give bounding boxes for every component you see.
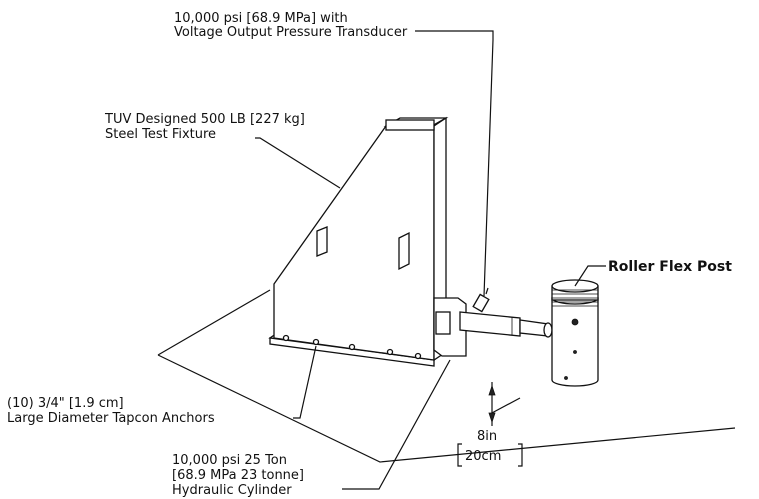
- dimension-value: 8in: [477, 429, 497, 444]
- fixture-window-left: [316, 226, 328, 257]
- anchor-bolt: [282, 334, 290, 342]
- pressure-transducer: [472, 287, 490, 313]
- cylinder-callout-line2: [68.9 MPa 23 tonne]: [172, 468, 304, 483]
- fixture-callout-line1: TUV Designed 500 LB [227 kg]: [104, 112, 305, 127]
- hydraulic-cylinder: [459, 311, 553, 338]
- dimension-8in: [457, 382, 523, 467]
- fixture-callout-line2: Steel Test Fixture: [105, 127, 216, 142]
- transducer-callout-line2: Voltage Output Pressure Transducer: [174, 25, 408, 40]
- anchors-callout-line2: Large Diameter Tapcon Anchors: [7, 411, 215, 426]
- anchors-callout-line1: (10) 3/4" [1.9 cm]: [7, 396, 124, 411]
- cylinder-callout-line3: Hydraulic Cylinder: [172, 483, 292, 498]
- steel-test-fixture: [268, 116, 467, 367]
- anchor-bolt: [414, 352, 422, 360]
- fixture-window-right: [398, 231, 410, 271]
- cylinder-callout-line1: 10,000 psi 25 Ton: [172, 453, 287, 468]
- transducer-callout-line1: 10,000 psi [68.9 MPa] with: [174, 11, 348, 26]
- roller-flex-post: [551, 279, 599, 387]
- leader-lines: [255, 30, 606, 490]
- post-callout: Roller Flex Post: [608, 259, 732, 275]
- floor-plane: [157, 289, 736, 463]
- anchor-bolt: [386, 348, 394, 356]
- anchor-bolt: [312, 338, 320, 346]
- anchor-bolt: [348, 343, 356, 351]
- dimension-metric: 20cm: [465, 449, 501, 464]
